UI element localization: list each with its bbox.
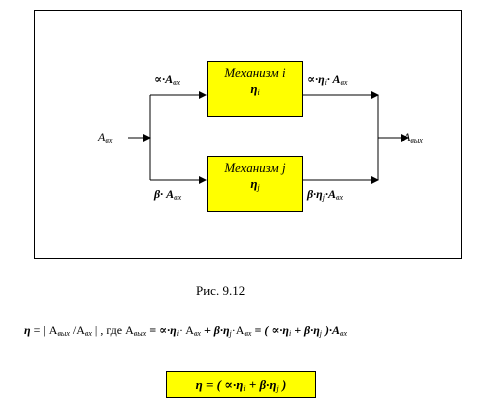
figure-caption: Рис. 9.12: [196, 283, 246, 298]
alpha-input-label: ∝·Aвх: [154, 72, 181, 87]
input-label: Aвх: [98, 130, 113, 145]
output-label: Aвых: [403, 130, 423, 145]
efficiency-formula: η = | Aвых /Aвх | , где Aвых = ∝·ηi· Aвх…: [24, 323, 348, 338]
diagram-frame: [34, 10, 462, 259]
mechanism-i-efficiency: ηi: [250, 81, 260, 97]
mechanism-j-title: Механизм j: [224, 160, 286, 175]
mechanism-i-block: Механизм i ηi: [207, 61, 303, 117]
mechanism-j-efficiency: ηj: [250, 176, 260, 192]
mechanism-i-title: Механизм i: [224, 65, 286, 80]
result-formula-box: η = ( ∝·ηi + β·ηj ): [166, 371, 316, 398]
alpha-output-label: ∝·ηi· Aвх: [307, 72, 348, 87]
mechanism-j-block: Механизм j ηj: [207, 156, 303, 212]
beta-input-label: β· Aвх: [154, 187, 182, 202]
beta-output-label: β·ηj·Aвх: [307, 187, 344, 202]
